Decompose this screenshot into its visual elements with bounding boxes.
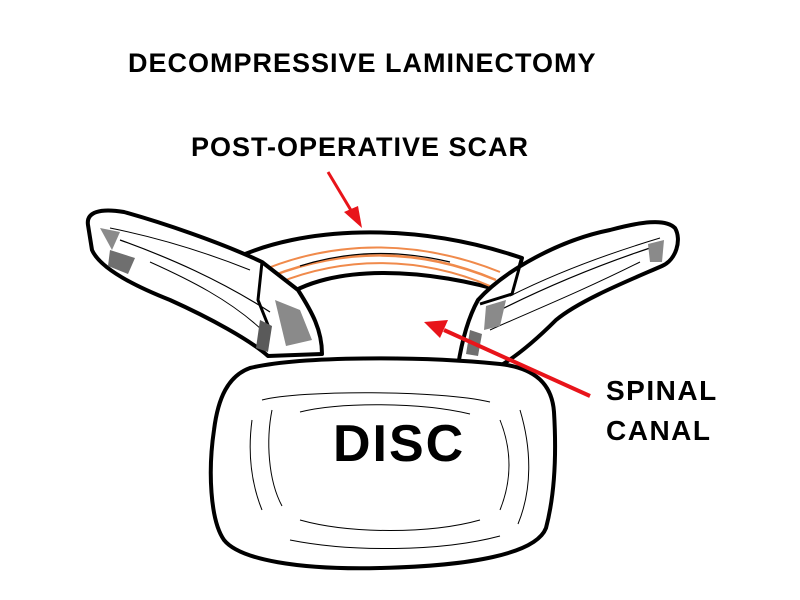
- spinal-canal-arrow: [424, 320, 591, 398]
- disc: [208, 356, 558, 571]
- scar-arrow: [326, 171, 362, 228]
- spinal-canal-label-line1: SPINAL: [606, 375, 718, 406]
- spinal-canal-label-line2: CANAL: [606, 415, 712, 446]
- left-lamina: [85, 208, 324, 358]
- diagram-title: DECOMPRESSIVE LAMINECTOMY: [128, 48, 597, 78]
- disc-label: DISC: [333, 415, 466, 473]
- right-lamina: [456, 220, 680, 368]
- spinal-canal-label: SPINAL CANAL: [606, 371, 718, 451]
- scar-label: POST-OPERATIVE SCAR: [191, 132, 530, 162]
